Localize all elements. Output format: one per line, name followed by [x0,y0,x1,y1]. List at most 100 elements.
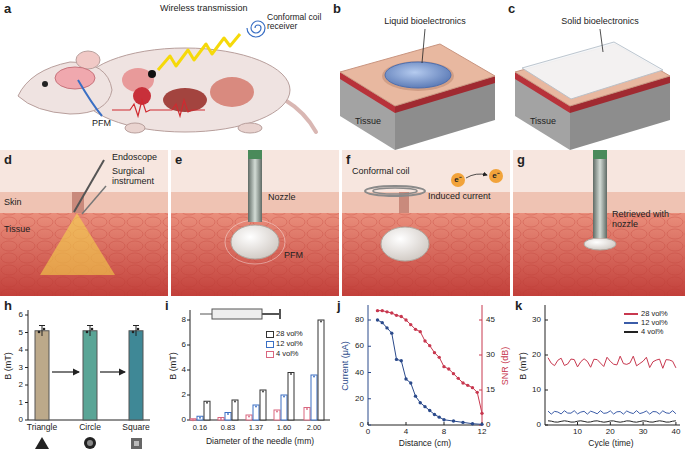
tick-label: 1.37 [249,424,264,432]
panel-letter: e [175,153,182,167]
chart-mark [577,422,578,425]
chart-mark [281,395,287,420]
legend-label: 28 vol% [276,330,303,338]
callout-label: Surgical instrument [112,167,168,187]
tick-label: 12 [478,428,487,437]
tick-label: 6 [19,311,23,320]
illustration-shape [466,174,487,178]
tick-label: 20 [532,351,541,360]
chart-mark [545,425,548,426]
legend-swatch [266,341,274,348]
chart-mark [376,309,379,312]
illustration-shape [158,34,240,70]
callout-label: Tissue [4,225,30,235]
chart-mark [313,376,315,378]
illustration-shape [248,150,262,159]
illustration-shape [125,123,145,133]
tissue-block-liquid [340,29,495,150]
chart-mark [187,395,190,396]
legend-swatch [266,331,274,338]
chart-mark [132,331,135,334]
chart-mark [419,330,422,333]
illustration-shape [489,169,503,183]
axis-title: Cycle (time) [588,439,633,448]
panel-letter: k [515,299,522,313]
axis-title: Diameter of the needle (mm) [206,437,314,446]
tick-label: 0 [19,416,23,425]
tick-label: Square [122,423,149,432]
illustration-shape [247,21,265,37]
panel-letter: d [4,153,12,167]
tick-label: 0 [537,421,541,430]
chart-mark [423,339,426,342]
axis-title: SNR (dB) [501,347,511,386]
chart-mark [442,365,445,368]
illustration-shape [112,100,205,116]
chart-mark [227,413,229,415]
illustration-shape [35,331,49,420]
illustration-shape [190,310,191,420]
chart-mark [479,390,482,391]
illustration-shape [212,309,262,319]
illustration-shape [285,100,316,132]
chart-mark [43,328,46,331]
illustration-shape [382,61,454,91]
panel-f [342,150,510,296]
chart-mark [368,320,371,321]
chart-mark [133,325,139,326]
callout-label: Tissue [355,117,381,127]
panel-letter: a [4,2,11,16]
illustration-shape [163,88,207,112]
chart-mark [220,418,222,420]
chart-mark [38,331,41,334]
axis-title: Current (μA) [341,341,351,391]
illustration-shape [342,213,510,296]
callout-label: Retrieved with nozzle [612,210,682,230]
chart-mark [452,372,455,375]
chart-mark [395,358,398,361]
illustration-shape [83,331,97,420]
tick-label: 5 [19,328,23,337]
chart-mark [192,419,194,421]
illustration-shape [225,220,285,264]
illustration-shape [0,213,168,296]
chart-mark [25,385,28,386]
illustration-shape [171,150,339,296]
panel-letter: f [346,153,350,167]
tick-label: 15 [486,386,495,395]
tick-label: 1 [19,398,23,407]
panel-letter: b [333,2,341,16]
chart-mark [444,422,445,425]
chart-mark [368,398,371,399]
tick-label: 4 [182,366,186,375]
chart-mark [471,386,474,389]
callout-label: Wireless transmission [160,4,248,14]
chart-mark [87,325,93,326]
tick-label: 0 [366,428,370,437]
illustration-shape [28,310,29,420]
legend-line [624,322,638,324]
callout-label: Endoscope [112,153,157,163]
chart-mark [480,423,483,426]
illustration-shape [148,70,156,78]
tick-label: 40 [355,368,364,377]
chart-mark [86,331,89,334]
chart-mark [187,370,190,371]
rat-illustration [18,21,316,133]
chart-j [368,305,482,425]
illustration-shape [368,305,369,425]
chart-mark [25,402,28,403]
tick-label: 0 [182,416,186,425]
chart-mark [438,356,441,359]
tick-label: 45 [486,316,495,325]
illustration-shape [78,80,102,116]
chart-mark [199,417,201,419]
chart-mark [42,326,43,337]
chart-mark [378,320,483,424]
illustration-shape [365,186,425,196]
chart-mark [91,328,94,331]
chart-mark [381,321,384,324]
chart-mark [218,418,224,421]
illustration-shape [600,29,603,52]
